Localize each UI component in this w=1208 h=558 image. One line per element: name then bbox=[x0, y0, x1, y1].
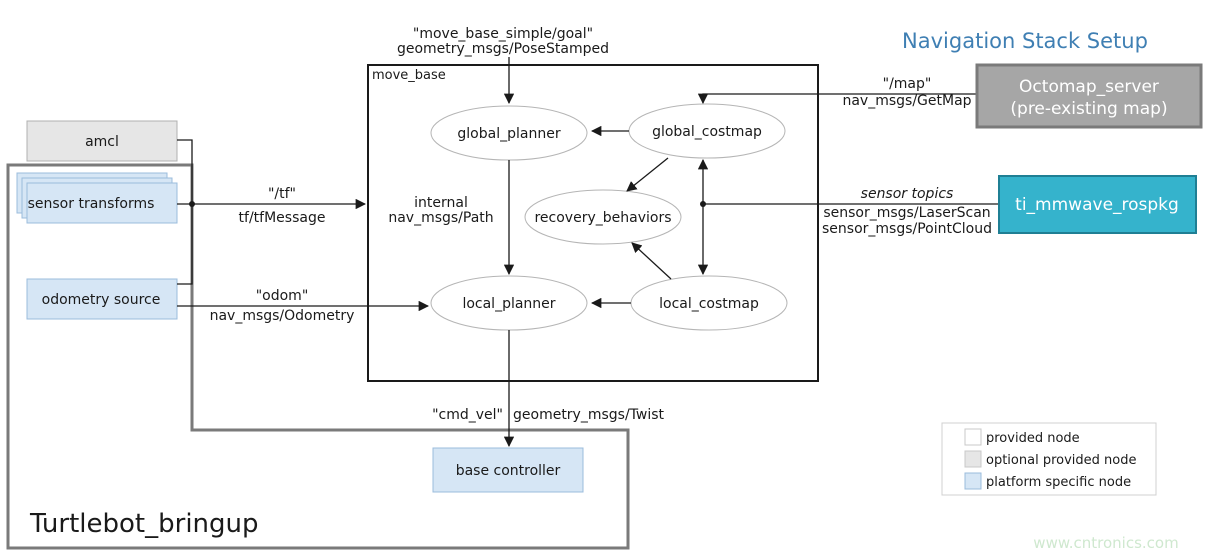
goal-type-label: geometry_msgs/PoseStamped bbox=[397, 41, 609, 57]
sensor-transforms-label: sensor transforms bbox=[28, 196, 155, 212]
sensor-junction-dot bbox=[700, 201, 706, 207]
amcl-node bbox=[26, 120, 178, 162]
tf-junction-dot bbox=[189, 201, 195, 207]
amcl-label: amcl bbox=[85, 134, 119, 150]
sensor-transforms-node bbox=[26, 182, 178, 224]
legend-optional-label: optional provided node bbox=[986, 453, 1136, 468]
global-costmap-to-recovery-arrow bbox=[626, 157, 669, 192]
move-base-box bbox=[367, 64, 819, 382]
legend-swatch-optional bbox=[964, 450, 982, 468]
cmd-vel-type-label: geometry_msgs/Twist bbox=[513, 407, 665, 423]
ti-mmwave-label: ti_mmwave_rospkg bbox=[1015, 195, 1179, 215]
ti-mmwave-node bbox=[998, 175, 1197, 234]
octomap-server-node bbox=[975, 63, 1203, 129]
octomap-server-sublabel: (pre-existing map) bbox=[1010, 99, 1167, 119]
tf-topic-label: "/tf" bbox=[268, 186, 296, 202]
sensor-pointcloud-label: sensor_msgs/PointCloud bbox=[822, 221, 992, 237]
legend-swatch-provided bbox=[964, 428, 982, 446]
odometry-source-node bbox=[26, 278, 178, 320]
local-costmap-label: local_costmap bbox=[659, 296, 759, 312]
map-topic-label: "/map" bbox=[883, 76, 932, 92]
odom-topic-label: "odom" bbox=[256, 288, 309, 304]
sensor-topics-title: sensor topics bbox=[861, 186, 954, 202]
turtlebot-bringup-frame bbox=[6, 163, 630, 550]
recovery-behaviors-label: recovery_behaviors bbox=[534, 210, 671, 226]
goal-topic-label: "move_base_simple/goal" bbox=[413, 26, 593, 42]
tf-sources-bracket bbox=[177, 139, 193, 285]
odom-type-label: nav_msgs/Odometry bbox=[210, 308, 355, 324]
legend-swatch-platform bbox=[964, 472, 982, 490]
sensor-laserscan-label: sensor_msgs/LaserScan bbox=[823, 205, 990, 221]
global-costmap-label: global_costmap bbox=[652, 124, 762, 140]
move-base-label: move_base bbox=[372, 68, 446, 83]
local-costmap-to-recovery-arrow bbox=[631, 242, 672, 280]
local-planner-label: local_planner bbox=[462, 296, 555, 312]
tf-type-label: tf/tfMessage bbox=[239, 210, 326, 226]
map-type-label: nav_msgs/GetMap bbox=[842, 93, 971, 109]
global-planner-label: global_planner bbox=[457, 126, 560, 142]
watermark-text: www.cntronics.com bbox=[1033, 534, 1178, 552]
base-controller-label: base controller bbox=[456, 463, 561, 479]
internal-label: internal bbox=[414, 195, 468, 211]
recovery-behaviors-node bbox=[524, 189, 682, 245]
odometry-source-label: odometry source bbox=[42, 292, 161, 308]
legend-provided-label: provided node bbox=[986, 431, 1080, 446]
internal-path-label: nav_msgs/Path bbox=[388, 210, 493, 226]
turtlebot-bringup-label: Turtlebot_bringup bbox=[29, 509, 259, 539]
diagram-title: Navigation Stack Setup bbox=[902, 29, 1148, 53]
octomap-server-label: Octomap_server bbox=[1019, 77, 1159, 97]
cmd-vel-label: "cmd_vel" bbox=[432, 407, 503, 423]
base-controller-node bbox=[432, 447, 584, 493]
map-arrow bbox=[697, 93, 976, 105]
legend-platform-label: platform specific node bbox=[986, 475, 1131, 490]
